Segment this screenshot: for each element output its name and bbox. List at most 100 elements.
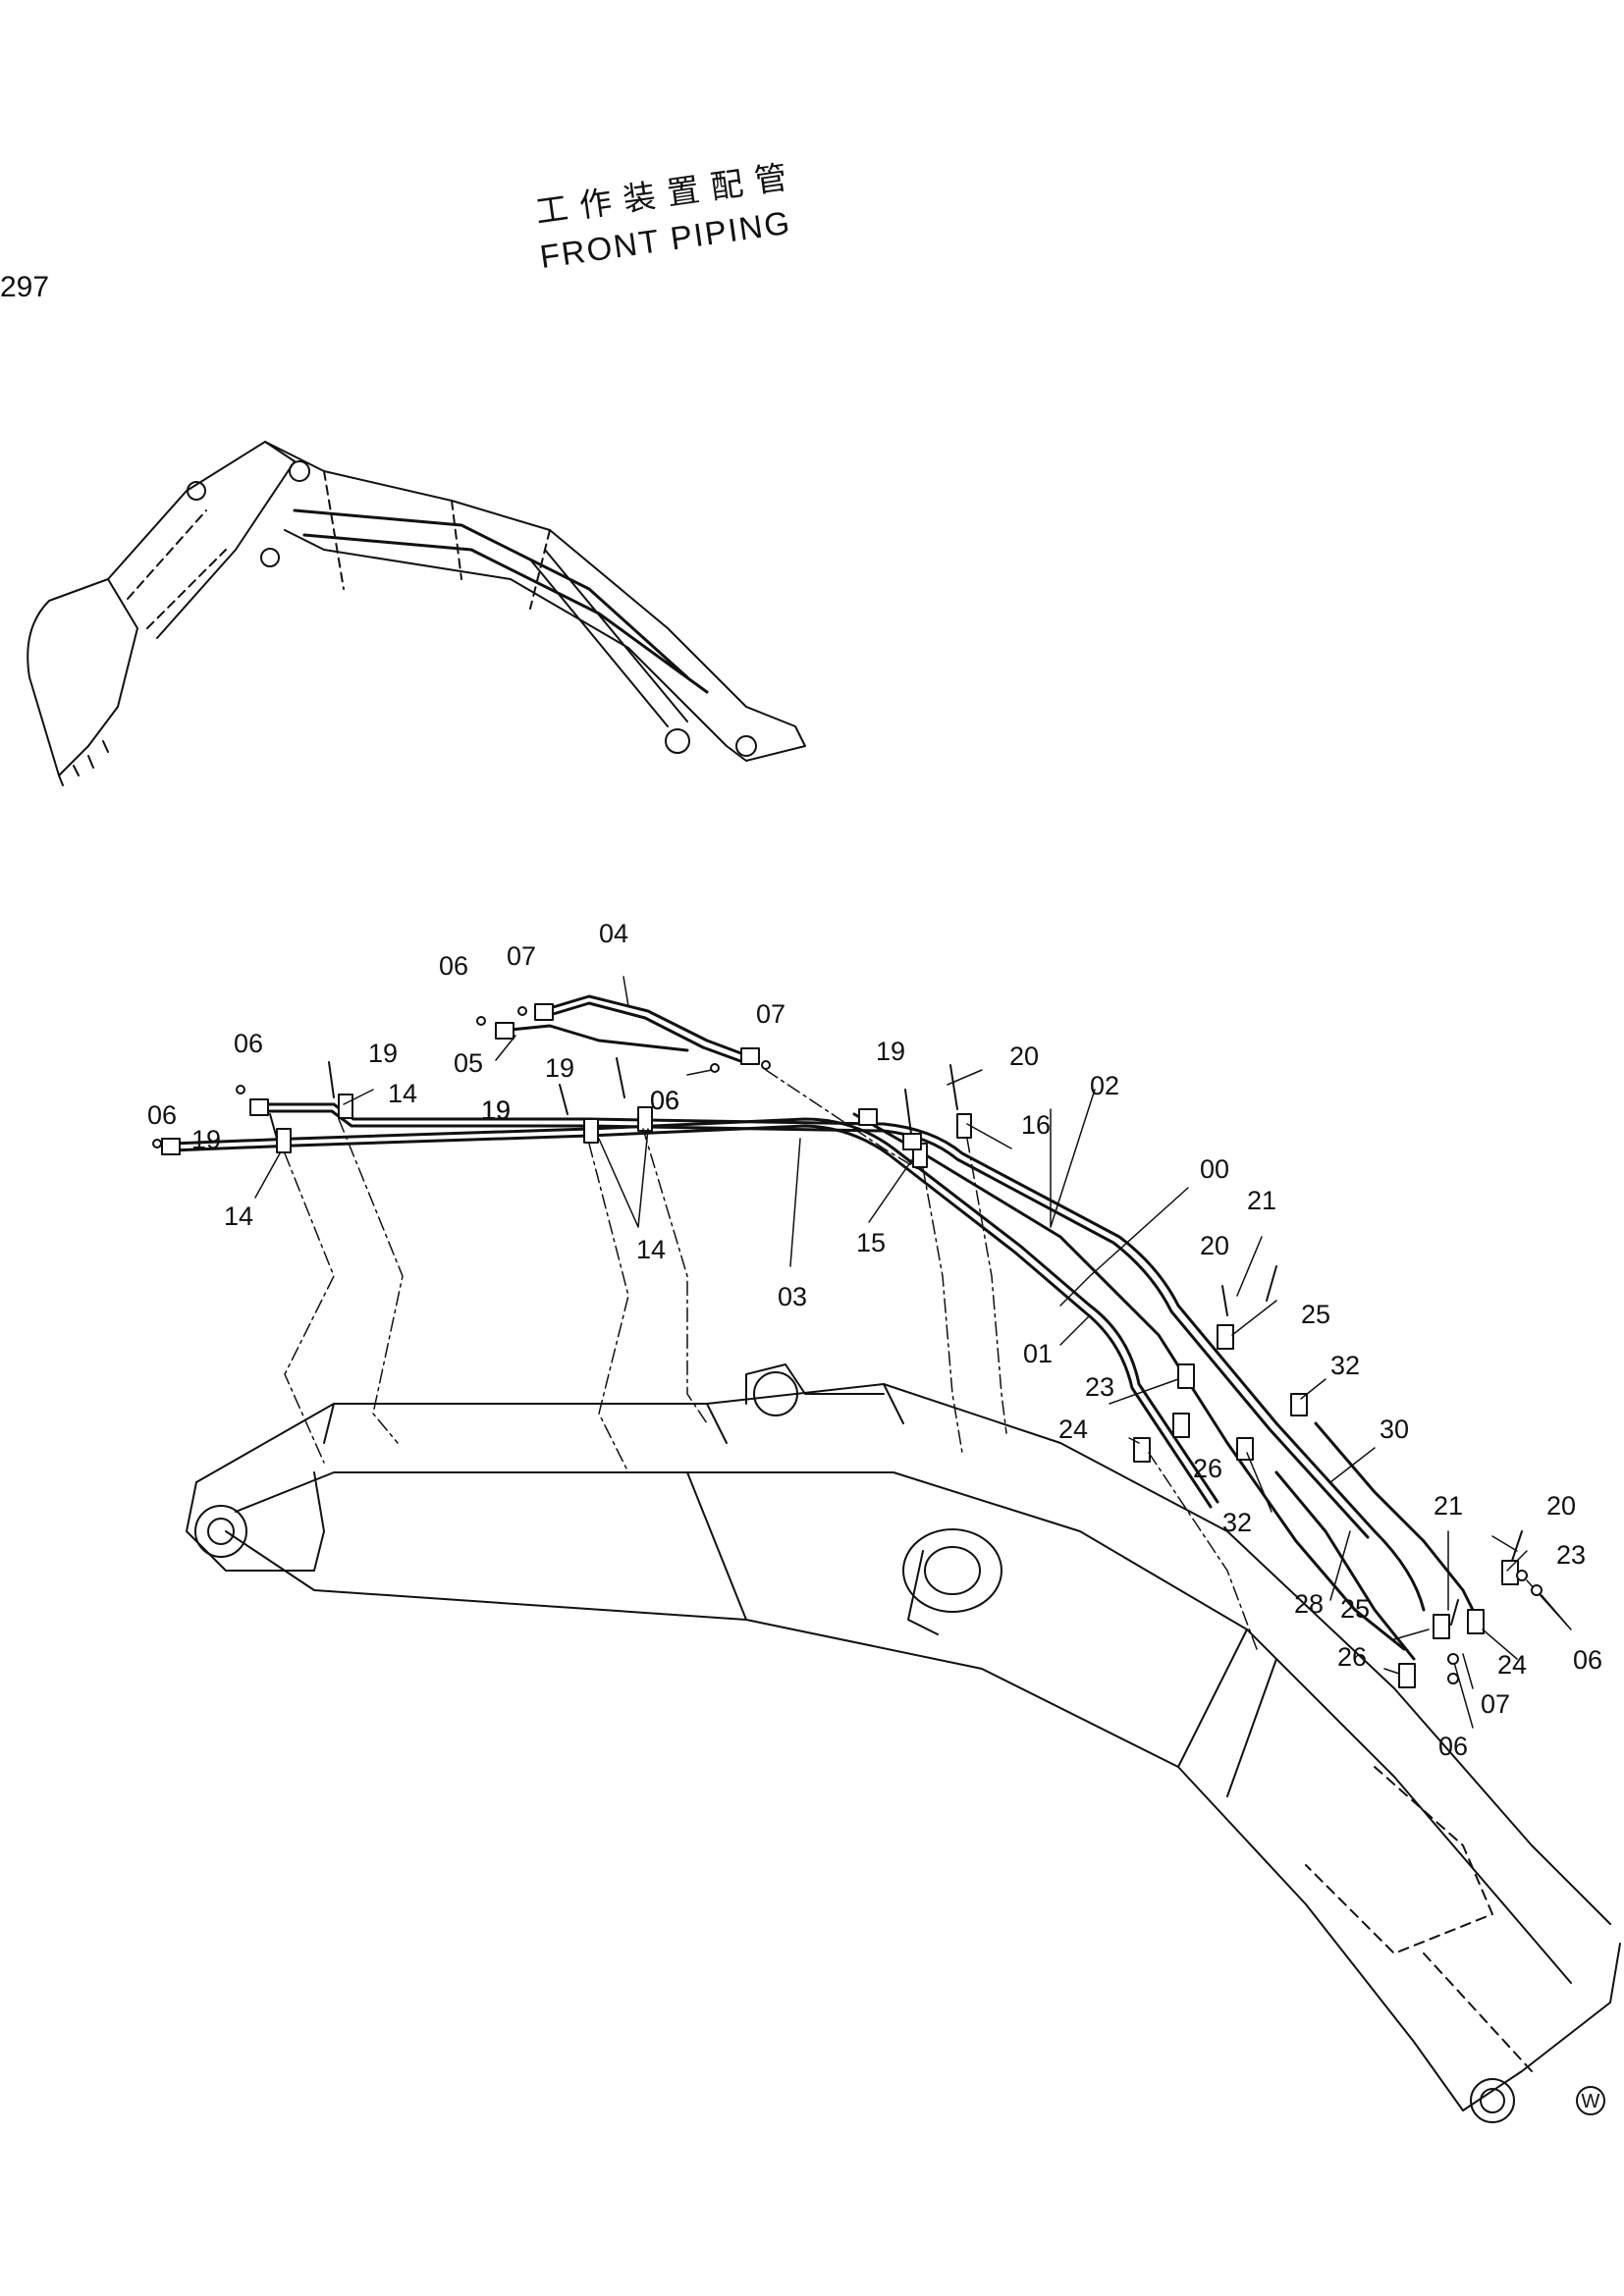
bolt-20-right — [1511, 1530, 1523, 1562]
assembly-line-2 — [338, 1118, 404, 1444]
callout-01: 01 — [1023, 1339, 1053, 1368]
overview-arm-pin-lower — [260, 548, 280, 567]
fitting-32-upper — [1290, 1393, 1308, 1416]
callout-19-left: 19 — [191, 1125, 221, 1154]
pipe-02-end — [249, 1098, 269, 1116]
clamp-14-mid-upper — [637, 1106, 653, 1132]
callout-06-bottom: 06 — [1438, 1732, 1468, 1761]
clamp-25-lower — [1433, 1614, 1450, 1639]
callout-19-right: 19 — [876, 1037, 905, 1066]
bolt-19-left — [269, 1113, 278, 1140]
assembly-line-6 — [966, 1138, 1007, 1434]
leader-14-left — [254, 1152, 281, 1199]
o-ring-06-right-a — [1516, 1570, 1528, 1581]
callout-19-mid-upper: 19 — [545, 1053, 574, 1083]
leader-15 — [868, 1157, 914, 1223]
clamp-23-lower — [1501, 1560, 1519, 1585]
boom-top-ribs — [323, 1383, 904, 1444]
overview-hidden-lines — [323, 470, 551, 610]
clamp-14-upper — [338, 1094, 353, 1119]
o-ring-07-top — [517, 1006, 527, 1016]
hose-04-far-end — [740, 1047, 760, 1065]
callout-14-top: 14 — [388, 1079, 417, 1108]
boom-arm-end-bracket — [186, 1471, 325, 1572]
callout-16: 16 — [1021, 1110, 1051, 1140]
hose-04-end — [534, 1003, 554, 1021]
boom-arm-pin-bore — [207, 1518, 235, 1545]
assembly-line-7 — [765, 1069, 934, 1179]
boom-side-top — [235, 1471, 1572, 1984]
clamp-23 — [1177, 1363, 1195, 1389]
leader-24-right — [1482, 1629, 1518, 1660]
assembly-line-3 — [588, 1143, 629, 1473]
callout-06-mid-b: 06 — [650, 1086, 679, 1115]
overview-boom — [264, 441, 806, 762]
page-number: 297 — [0, 271, 50, 303]
callout-26: 26 — [1193, 1454, 1222, 1483]
callout-07-bottom: 07 — [1481, 1689, 1510, 1719]
clamp-26 — [1172, 1413, 1190, 1438]
o-rings — [152, 1006, 1543, 1684]
callout-20-top: 20 — [1009, 1041, 1039, 1071]
overview-boom-cylinder — [529, 549, 688, 727]
assembly-lines — [284, 1069, 1258, 1650]
boom-cylinder-pin-boss — [753, 1371, 798, 1416]
pipe-end-fittings — [161, 1003, 922, 1155]
bolt-19-right — [904, 1089, 912, 1135]
leader-02 — [1050, 1089, 1096, 1228]
callout-23: 23 — [1085, 1372, 1114, 1402]
corner-mark: W — [1576, 2086, 1605, 2115]
leader-25 — [1231, 1300, 1277, 1336]
leader-07-right — [1462, 1653, 1474, 1689]
fitting-32 — [1236, 1437, 1254, 1461]
callout-25: 25 — [1301, 1300, 1330, 1329]
overview-bucket-teeth — [58, 740, 109, 786]
callout-06-left: 06 — [147, 1100, 177, 1130]
leader-24 — [1128, 1437, 1140, 1444]
hose-04 — [538, 994, 748, 1057]
clamp-14-mid — [583, 1118, 599, 1144]
callout-19-mid-b: 19 — [481, 1095, 511, 1125]
assembly-line-5 — [922, 1167, 963, 1454]
hose-04-inner — [538, 1001, 745, 1064]
boom-side-bottom — [225, 1530, 1464, 2111]
leader-26-lower — [1383, 1668, 1400, 1675]
callout-21-right: 21 — [1434, 1491, 1463, 1521]
o-ring-07-right — [761, 1060, 771, 1070]
overview-arm-hidden — [127, 509, 227, 629]
leader-lines — [254, 976, 1572, 1729]
leader-06-mid — [686, 1069, 713, 1076]
bolt-21 — [1266, 1265, 1277, 1302]
hose-05 — [499, 1024, 689, 1052]
boom-panel-lines — [686, 1471, 1277, 1797]
callout-06-mid: 06 — [650, 1086, 679, 1115]
boom-center-boss — [902, 1528, 1002, 1613]
leader-04 — [623, 976, 629, 1007]
callout-24-right: 24 — [1497, 1650, 1527, 1680]
callout-07-right: 07 — [756, 999, 785, 1029]
callout-24: 24 — [1058, 1415, 1088, 1444]
clamp-16 — [956, 1113, 972, 1139]
pipe-03-fitting — [902, 1133, 922, 1150]
overview-arm-pin — [187, 481, 206, 501]
o-ring-06-left — [152, 1139, 162, 1148]
boom-cylinder-bracket — [745, 1363, 885, 1405]
callout-labels: 06 07 04 06 19 05 19 07 19 20 02 06 19 1… — [147, 919, 1602, 1761]
bolt-21-right — [1450, 1599, 1459, 1626]
overview-bucket — [27, 578, 138, 776]
boom-top-edge — [195, 1383, 1611, 1925]
assembly-line-4 — [642, 1128, 708, 1424]
callout-32: 32 — [1222, 1508, 1252, 1537]
pipe-03-end — [161, 1138, 181, 1155]
assembly-line-1 — [284, 1152, 335, 1464]
leader-28 — [1329, 1530, 1351, 1601]
leader-30 — [1329, 1447, 1376, 1483]
clamp-14-left — [276, 1128, 292, 1153]
pipe-28 — [1274, 1470, 1416, 1661]
callout-23-right: 23 — [1556, 1540, 1586, 1570]
leader-06-bottom — [1452, 1658, 1474, 1729]
pipe-group — [170, 994, 1475, 1661]
hose-05-end — [495, 1022, 514, 1040]
leader-01 — [1059, 1314, 1091, 1346]
